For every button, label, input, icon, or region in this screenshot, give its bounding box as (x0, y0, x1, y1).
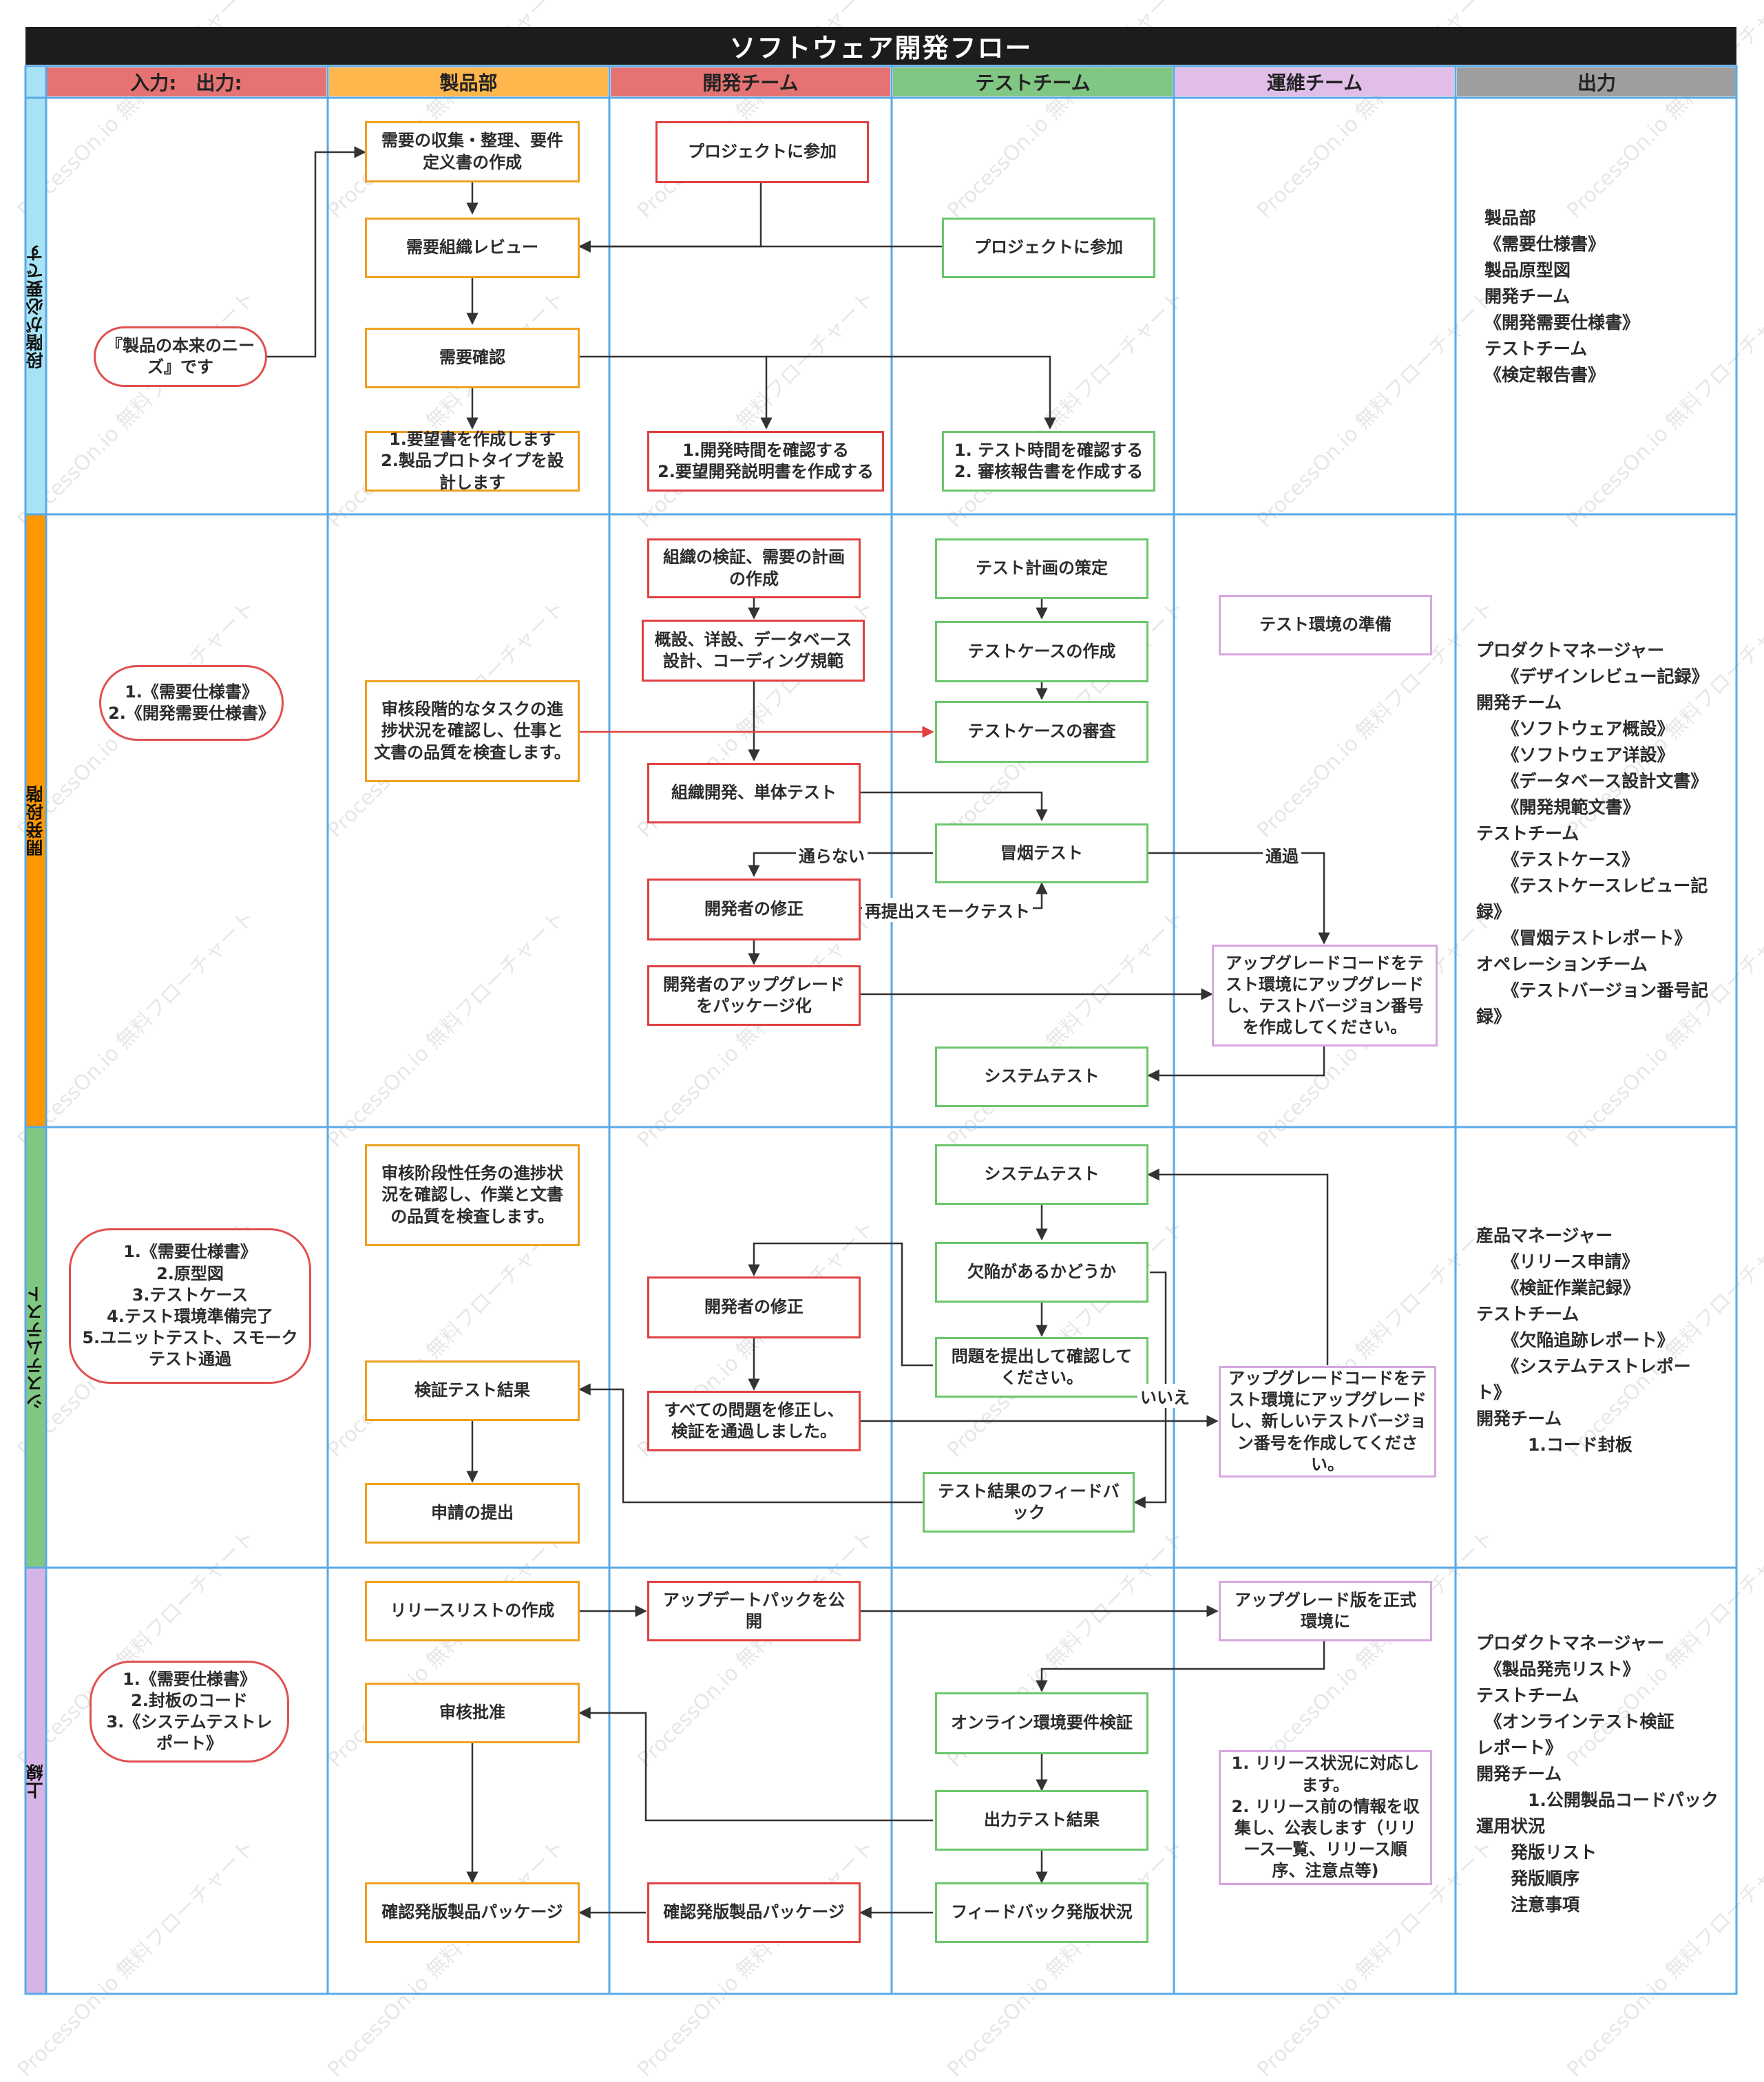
dev-output-text: プロダクトマネージャー 《デザインレビュー記録》 開発チーム 《ソフトウェア概設… (1476, 640, 1709, 1027)
systest-feedback-box[interactable]: テスト結果のフィードバック (923, 1472, 1135, 1533)
dev-fix-box[interactable]: 開発者の修正 (647, 879, 861, 940)
req-test-join-box[interactable]: プロジェクトに参加 (942, 218, 1155, 278)
row-head-bg-development (25, 515, 46, 1126)
systest-report-issue-box[interactable]: 問題を提出して確認してください。 (935, 1337, 1148, 1398)
dev-label-resubmit: 再提出スモークテスト (862, 898, 1033, 922)
req-product-tasks-box[interactable]: 1.要望書を作成します 2.製品プロトタイプを設計します (365, 430, 580, 492)
column-header-ops: 運維チーム (1266, 72, 1363, 94)
row-header-requirements: 段階が必要です (25, 98, 46, 514)
dev-package-box[interactable]: 開発者のアップグレードをパッケージ化 (647, 965, 861, 1026)
systest-system-test-box[interactable]: システムテスト (935, 1144, 1148, 1205)
dev-product-check-box[interactable]: 审核段階的なタスクの進捗状況を確認し、仕事と文書の品質を検査します。 (365, 680, 580, 782)
dev-org-verify-box[interactable]: 組織の検証、需要の計画の作成 (647, 538, 861, 598)
row-head-bg-release (25, 1568, 46, 1994)
release-confirm-pkg-dev-box[interactable]: 確認発版製品パッケージ (647, 1882, 861, 1943)
row-label-requirements: 段階が必要です (25, 243, 45, 369)
dev-label-pass: 通過 (1263, 843, 1301, 867)
req-output-text: 製品部 《需要仕様書》 製品原型図 開発チーム 《開発需要仕様書》 テストチーム… (1484, 208, 1640, 385)
col-head-bg-product (329, 67, 608, 96)
column-header-output: 出力 (1577, 72, 1616, 94)
col-head-bg-output (1457, 67, 1736, 96)
release-ops-notes-box[interactable]: 1. リリース状況に対応します。 2. リリース前の情報を収集し、公表します（リ… (1219, 1750, 1432, 1885)
systest-all-fixed-box[interactable]: すべての問題を修正し、検証を通過しました。 (647, 1391, 861, 1451)
row-head-bg-system-test (25, 1128, 46, 1567)
req-input-pill[interactable]: 『製品の本来のニーズ』です (94, 326, 267, 387)
dev-system-test-box[interactable]: システムテスト (935, 1047, 1148, 1107)
column-header-input-output: 入力: 出力: (130, 72, 242, 94)
release-ops-upgrade-box[interactable]: アップグレード版を正式環境に (1219, 1581, 1432, 1641)
req-collect-box[interactable]: 需要の収集・整理、要件定义書の作成 (365, 121, 580, 182)
systest-ops-upgrade-box[interactable]: アップグレードコードをテスト環境にアップグレードし、新しいテストバージョン番号を… (1219, 1366, 1436, 1478)
systest-submit-box[interactable]: 申請の提出 (365, 1483, 580, 1544)
row-label-development: 開発段階 (25, 785, 45, 856)
req-confirm-box[interactable]: 需要確認 (365, 328, 580, 388)
systest-output-text: 産品マネージャー 《リリース申請》 《検証作業記録》 テストチーム 《欠陥追跡レ… (1476, 1226, 1691, 1455)
diagram-title: ソフトウェア開発フロー (25, 27, 1736, 65)
release-confirm-pkg-product-box[interactable]: 確認発版製品パッケージ (365, 1882, 580, 1943)
systest-product-check-box[interactable]: 审核阶段性任务の進捗状況を確認し、作業と文書の品質を検査します。 (365, 1144, 580, 1246)
row-head-bg-requirements (25, 67, 46, 514)
systest-verify-result-box[interactable]: 検証テスト結果 (365, 1360, 580, 1421)
column-header-dev: 開発チーム (702, 72, 799, 94)
row-label-release: 上線 (25, 1763, 45, 1799)
release-publish-update-box[interactable]: アップデートパックを公開 (647, 1581, 861, 1641)
release-output-text: プロダクトマネージャー 《製品発売リスト》 テストチーム 《オンラインテスト検証… (1476, 1633, 1719, 1915)
dev-ops-upgrade-box[interactable]: アップグレードコードをテスト環境にアップグレードし、テストバージョン番号を作成し… (1212, 945, 1438, 1047)
release-feedback-status-box[interactable]: フィードバック発版状況 (935, 1882, 1148, 1943)
row-header-system-test: システムテスト (25, 1128, 46, 1567)
dev-ops-env-box[interactable]: テスト環境の準備 (1219, 595, 1432, 655)
dev-design-box[interactable]: 概設、详設、データベース設計、コーディング規範 (642, 620, 865, 682)
release-input-pill[interactable]: 1.《需要仕様書》 2.封板のコード 3.《システムテストレポート》 (90, 1661, 289, 1763)
systest-defect-box[interactable]: 欠陥があるかどうか (935, 1242, 1148, 1303)
dev-smoke-test-box[interactable]: 冒烟テスト (935, 823, 1148, 883)
release-list-box[interactable]: リリースリストの作成 (365, 1581, 580, 1641)
dev-input-pill[interactable]: 1.《需要仕様書》 2.《開発需要仕様書》 (99, 665, 284, 741)
swimlane-grid (24, 65, 1738, 1995)
release-approve-box[interactable]: 审核批准 (365, 1683, 580, 1743)
release-online-check-box[interactable]: オンライン環境要件検証 (935, 1692, 1148, 1754)
row-header-development: 開発段階 (25, 515, 46, 1126)
dev-org-dev-box[interactable]: 組織開発、単体テスト (647, 763, 861, 823)
systest-input-pill[interactable]: 1.《需要仕様書》 2.原型図 3.テストケース 4.テスト環境準備完了 5.ユ… (69, 1228, 311, 1384)
col-head-bg-dev (611, 67, 890, 96)
systest-label-no: いいえ (1137, 1384, 1193, 1408)
column-header-product: 製品部 (439, 72, 498, 94)
row-label-system-test: システムテスト (25, 1285, 45, 1410)
systest-dev-fix-box[interactable]: 開発者の修正 (647, 1276, 861, 1338)
col-head-bg-test (893, 67, 1173, 96)
req-review-box[interactable]: 需要組織レビュー (365, 218, 580, 278)
col-head-bg-ops (1175, 67, 1454, 96)
dev-label-fail: 通らない (796, 843, 868, 867)
req-dev-join-box[interactable]: プロジェクトに参加 (655, 121, 869, 183)
dev-test-plan-box[interactable]: テスト計画の策定 (935, 538, 1148, 599)
release-output-result-box[interactable]: 出力テスト結果 (935, 1790, 1148, 1851)
req-dev-tasks-box[interactable]: 1.開発時間を確認する 2.要望開発説明書を作成する (647, 431, 884, 492)
row-header-release: 上線 (25, 1568, 46, 1994)
req-test-tasks-box[interactable]: 1. テスト時間を確認する 2. 審核報告書を作成する (942, 431, 1155, 492)
column-header-test: テストチーム (975, 72, 1091, 94)
dev-test-case-box[interactable]: テストケースの作成 (935, 621, 1148, 682)
col-head-bg-input (46, 67, 326, 96)
dev-test-case-review-box[interactable]: テストケースの審査 (935, 701, 1148, 763)
